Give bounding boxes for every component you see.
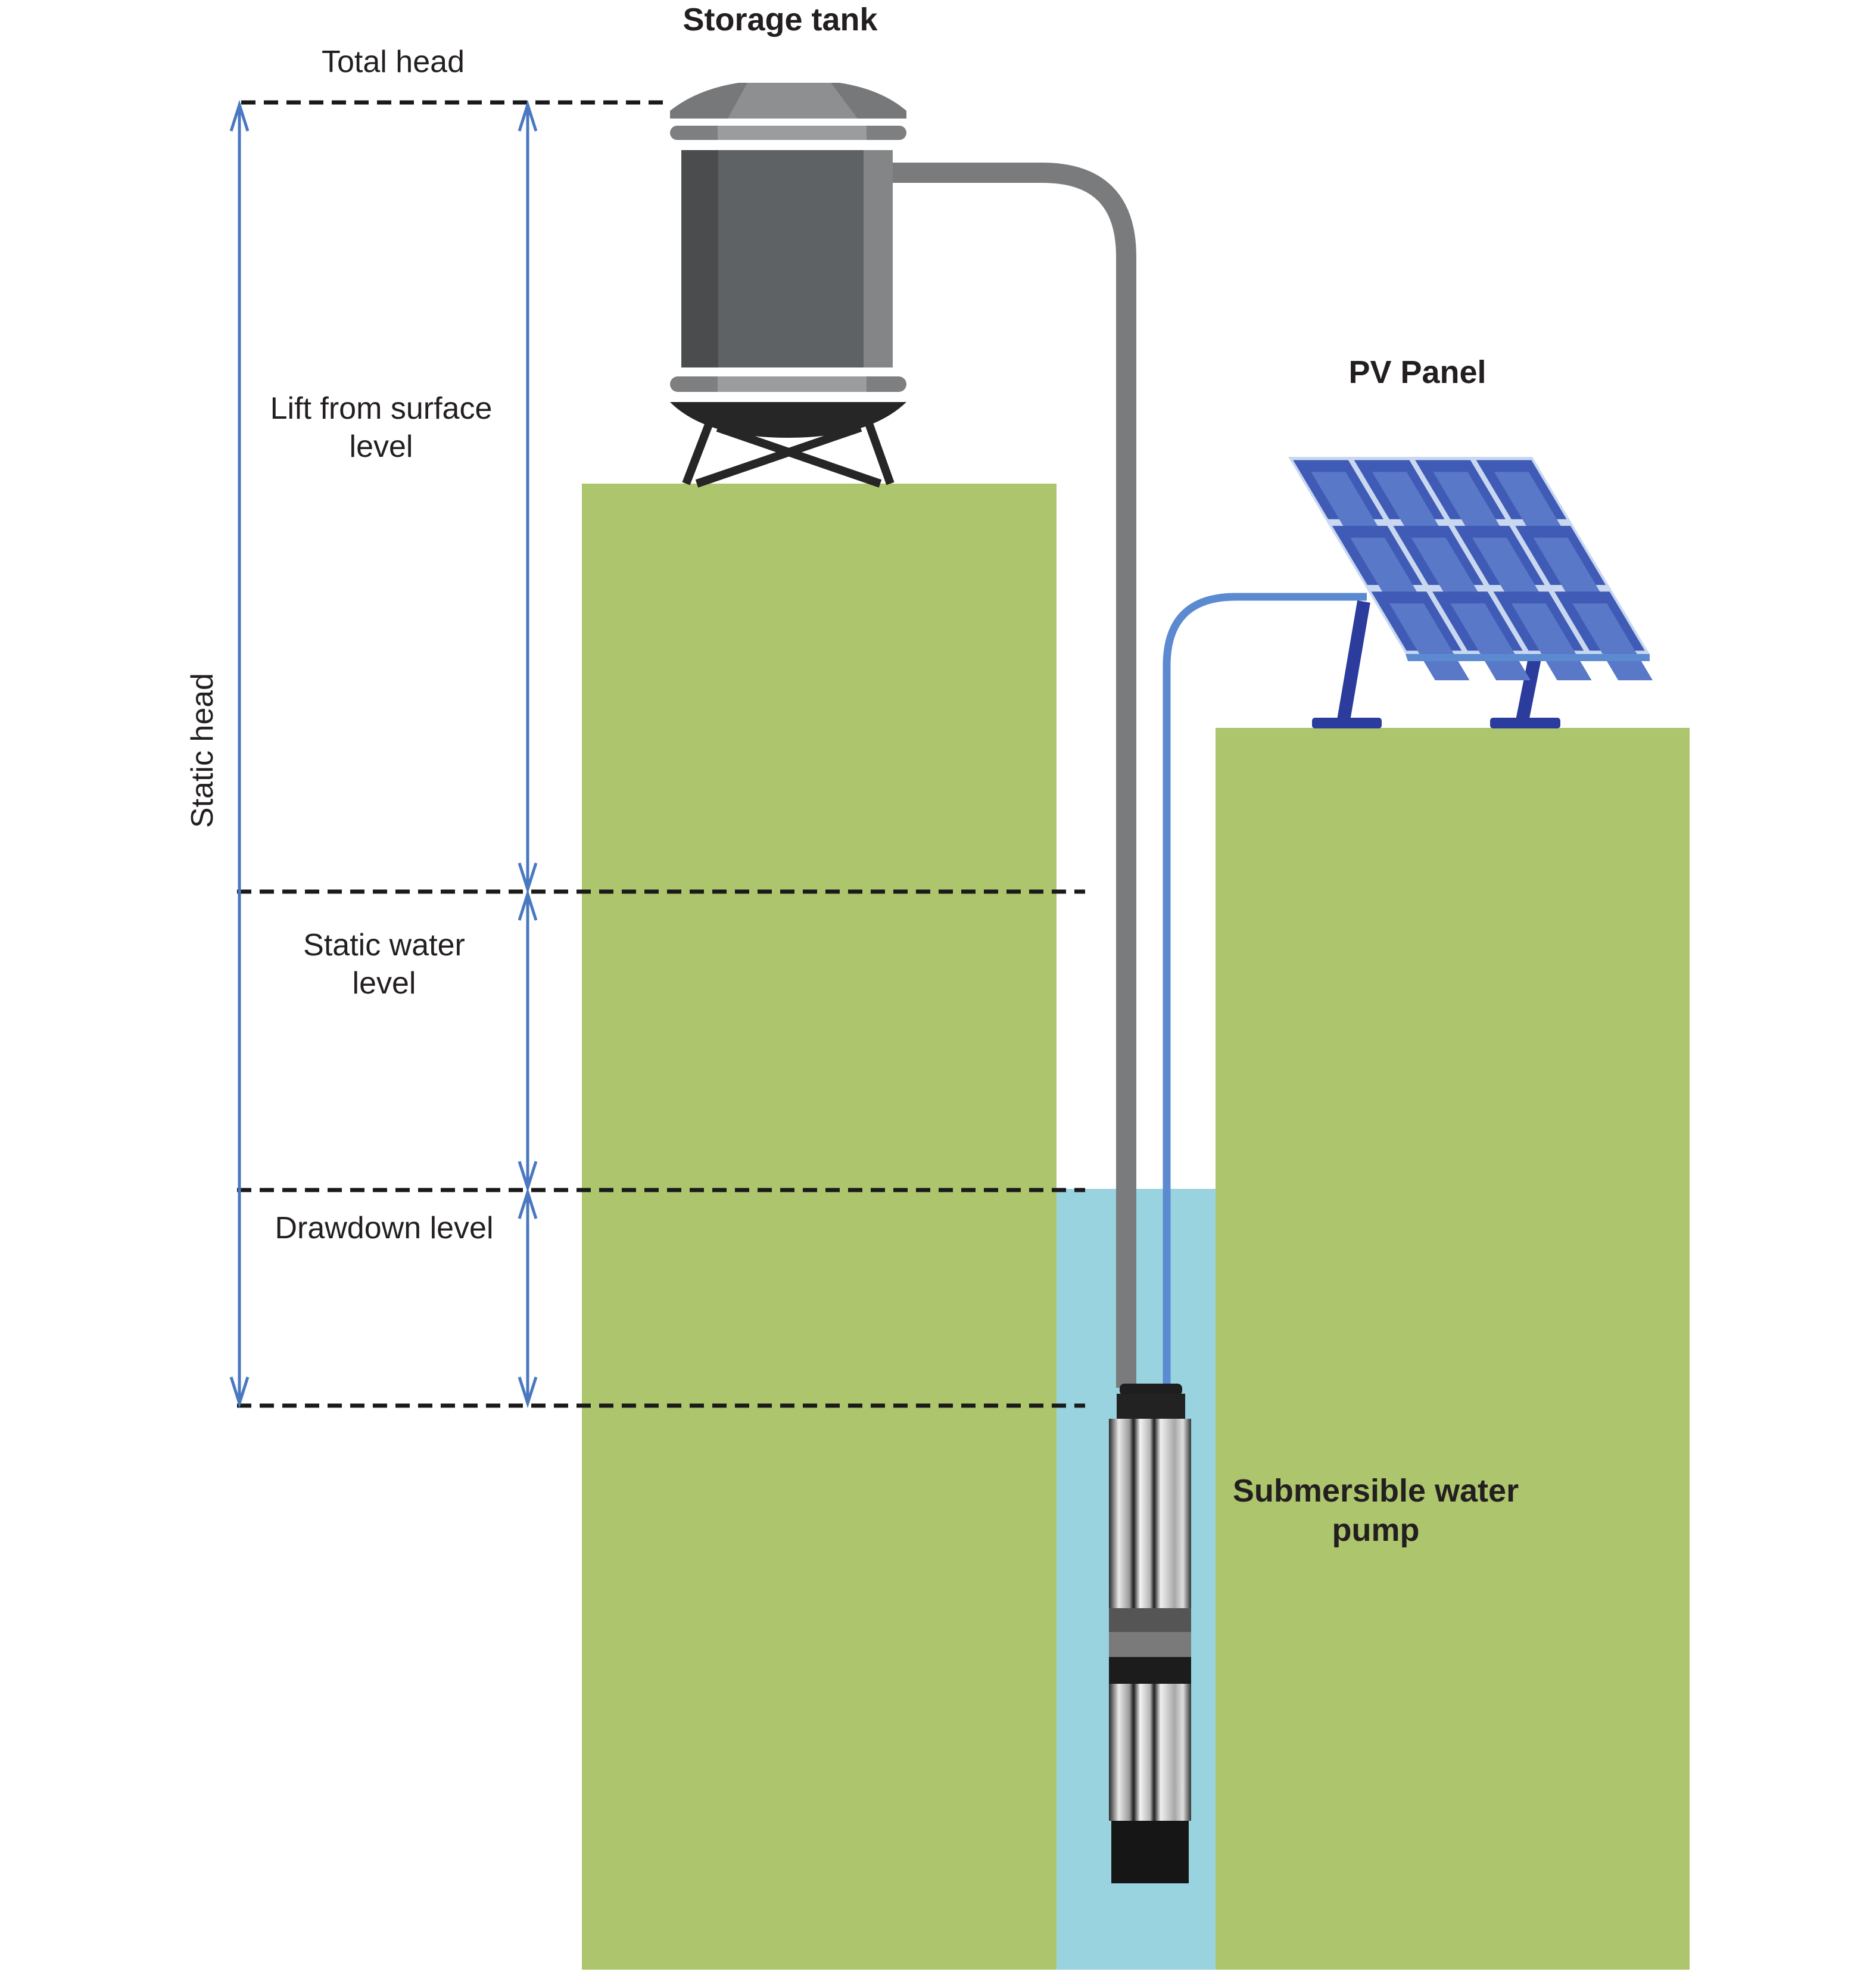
dimension-arrows: [229, 99, 538, 1409]
pv-stand-leg-right: [1515, 647, 1543, 725]
arrowhead-up-icon: [518, 1187, 538, 1219]
pump-upper-body: [1109, 1419, 1191, 1608]
arrowhead-up-icon: [518, 889, 538, 921]
pv-frame: [1288, 457, 1650, 654]
lift-from-surface-label: Lift from surface level: [256, 390, 506, 466]
submersible-pump-line-2: pump: [1332, 1512, 1420, 1548]
static-head-label: Static head: [183, 631, 222, 870]
storage-tank-label-text: Storage tank: [683, 2, 878, 38]
pv-frame-bottom-edge: [1406, 654, 1650, 661]
pv-panel-icon: [1288, 457, 1653, 728]
submersible-pump-icon: [1109, 1384, 1191, 1883]
pump-ring-2: [1109, 1632, 1191, 1657]
submersible-pump-line-1: Submersible water: [1232, 1473, 1519, 1509]
total-head-label: Total head: [268, 43, 518, 81]
power-cable: [1163, 593, 1367, 1388]
pump-coupling: [1109, 1657, 1191, 1684]
total-head-label-text: Total head: [322, 45, 465, 79]
static-head-label-text: Static head: [185, 672, 220, 828]
pv-stand-foot-left: [1312, 718, 1382, 728]
delivery-pipe: [887, 163, 1136, 1388]
level-lines: [237, 100, 1085, 1408]
pump-motor: [1109, 1684, 1191, 1821]
static-water-level-label: Static water level: [259, 926, 509, 1002]
static-water-level-line-1: Static water: [303, 928, 465, 963]
storage-tank-label: Storage tank: [655, 0, 905, 39]
arrowhead-up-icon: [229, 99, 250, 132]
pv-stand-foot-right: [1490, 718, 1560, 728]
tank-body-light: [864, 150, 893, 367]
pv-panel-label-text: PV Panel: [1348, 354, 1487, 390]
tank-stand: [682, 415, 895, 488]
pump-ring: [1109, 1608, 1191, 1632]
static-water-level-line-2: level: [352, 966, 416, 1001]
tank-band-bottom-light: [718, 376, 867, 392]
pv-panel-label: PV Panel: [1298, 353, 1537, 392]
storage-tank-icon: [670, 83, 906, 488]
tank-band-top-light: [718, 126, 867, 140]
arrowhead-down-icon: [229, 1376, 250, 1409]
tank-body-shadow: [681, 150, 718, 367]
drawdown-level-label-text: Drawdown level: [275, 1211, 494, 1245]
pump-head-cap: [1120, 1384, 1182, 1396]
lift-from-surface-line-2: level: [349, 429, 413, 464]
lift-from-surface-line-1: Lift from surface: [270, 391, 493, 426]
submersible-pump-label: Submersible water pump: [1215, 1471, 1537, 1550]
pump-base: [1111, 1821, 1189, 1883]
pv-cells: [1293, 460, 1653, 681]
drawdown-level-label: Drawdown level: [259, 1209, 509, 1247]
ground-right-block: [1216, 728, 1690, 1970]
arrowhead-up-icon: [518, 99, 538, 132]
tank-roof-highlight: [728, 83, 858, 119]
pump-head: [1117, 1394, 1185, 1419]
ground-left-block: [582, 484, 1057, 1970]
pv-stand-leg-left: [1336, 600, 1370, 725]
arrowhead-down-icon: [518, 1376, 538, 1409]
